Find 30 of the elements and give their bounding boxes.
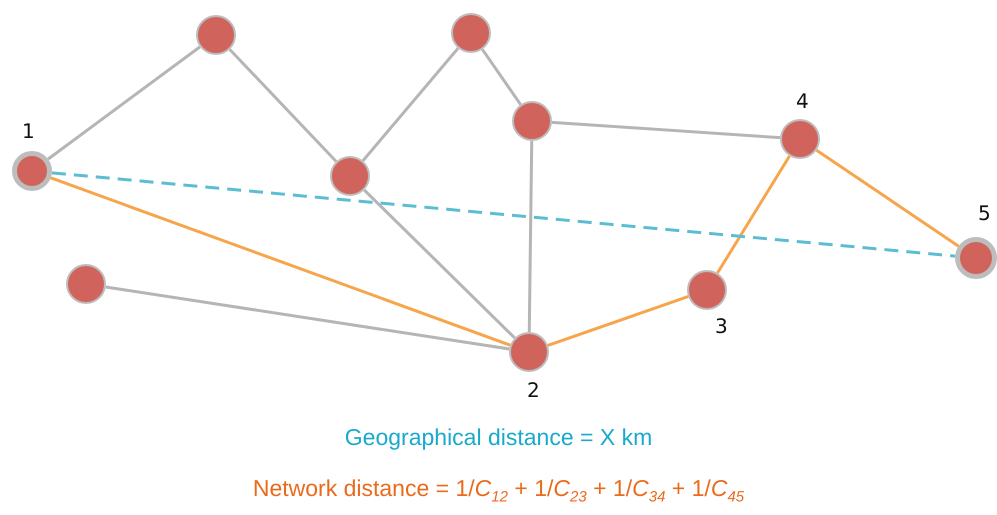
- distance-formula: Network distance = 1/C$_{12}$ + 1/C$_{23}$ + 1/C$_{34}$ + 1/C$_{45}$: [252, 475, 744, 506]
- distance-formula: Geographical distance = X km: [344, 424, 652, 451]
- node-circle: [509, 332, 549, 372]
- connector-line: [547, 295, 689, 347]
- connector-line: [481, 48, 522, 106]
- connector-line: [52, 171, 956, 258]
- connector-line: [228, 48, 338, 163]
- node-number: 4: [796, 91, 809, 111]
- connector-line: [106, 286, 510, 350]
- node-number: 2: [527, 380, 540, 400]
- node-circle: [955, 237, 997, 279]
- node-circle: [512, 101, 552, 141]
- node-number: 1: [22, 121, 35, 141]
- connector-line: [363, 188, 516, 340]
- node-circle: [687, 270, 727, 310]
- connector-line: [716, 155, 791, 274]
- node-circle: [451, 13, 491, 53]
- connector-line: [816, 148, 960, 248]
- connector-line: [528, 140, 534, 332]
- connector-line: [362, 47, 460, 162]
- connector-line: [50, 176, 511, 347]
- node-circle: [66, 264, 106, 304]
- node-number: 3: [715, 316, 728, 336]
- node-circle: [780, 119, 820, 159]
- node-circle: [330, 156, 370, 196]
- connector-line: [552, 120, 780, 140]
- node-circle: [196, 15, 236, 55]
- connector-line: [47, 46, 201, 160]
- node-number: 5: [978, 203, 991, 223]
- node-circle: [12, 151, 52, 191]
